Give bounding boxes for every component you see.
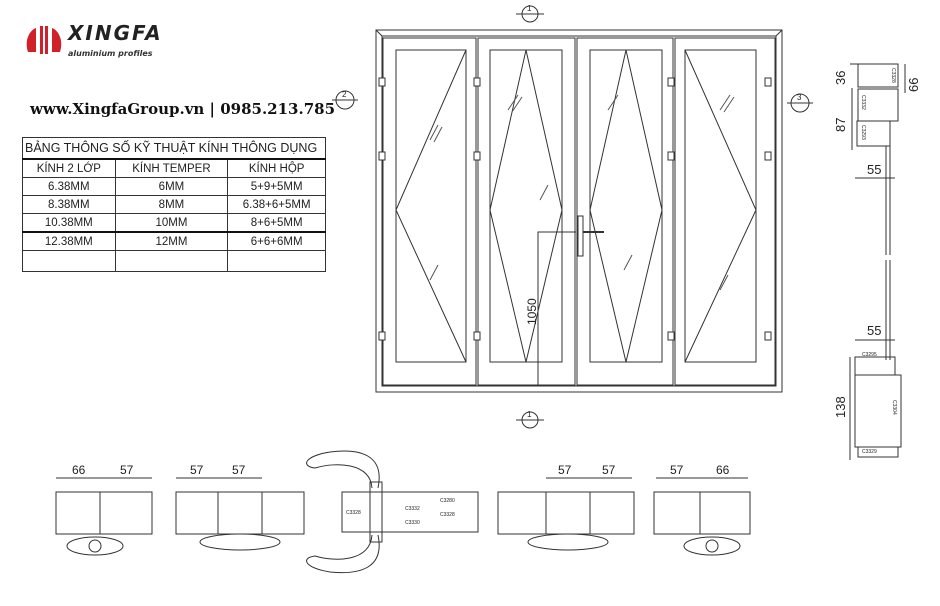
section-mark: 3 — [787, 93, 813, 113]
svg-text:138: 138 — [833, 396, 848, 418]
contact-line: www.XingfaGroup.vn | 0985.213.785 — [30, 100, 336, 118]
door-panel — [382, 37, 477, 386]
part-code: C3329 — [862, 449, 877, 455]
cell: 10MM — [114, 213, 229, 233]
door-panel — [576, 37, 674, 386]
logo-mark-icon — [26, 26, 62, 54]
cell: 12.38MM — [22, 231, 116, 251]
section-mark: 2 — [332, 90, 358, 110]
col-header: KÍNH TEMPER — [114, 158, 229, 178]
plan-section: 66 57 — [55, 463, 153, 556]
vertical-section: 36 66 87 55 55 138 C3328 C3332 C3293 C32… — [833, 63, 921, 460]
table-row — [22, 250, 326, 272]
logo-brand: XINGFA — [68, 21, 163, 45]
door-elevation: 1050 — [375, 29, 783, 393]
svg-text:3: 3 — [797, 93, 802, 102]
part-code: C3304 — [891, 400, 897, 415]
cell: 5+9+5MM — [227, 177, 326, 196]
glass-spec-table: BẢNG THÔNG SỐ KỸ THUẬT KÍNH THÔNG DỤNG K… — [22, 137, 326, 272]
svg-text:57: 57 — [602, 463, 616, 477]
part-code: C3328 — [890, 68, 896, 83]
svg-text:55: 55 — [867, 162, 881, 177]
svg-text:57: 57 — [558, 463, 572, 477]
svg-text:55: 55 — [867, 323, 881, 338]
svg-text:1: 1 — [527, 4, 532, 13]
logo-tagline: aluminium profiles — [68, 49, 153, 58]
part-code: C3295 — [862, 352, 877, 358]
door-handle-icon — [577, 215, 584, 257]
svg-text:87: 87 — [833, 118, 848, 132]
cell — [227, 250, 326, 272]
plan-section: 57 66 — [653, 463, 751, 556]
svg-text:1: 1 — [527, 410, 532, 419]
cell: 8.38MM — [22, 195, 116, 214]
cell: 6.38+6+5MM — [227, 195, 326, 214]
part-code: C3328 — [440, 512, 455, 518]
cell: 6+6+6MM — [227, 231, 326, 251]
col-header: KÍNH HỘP — [227, 158, 326, 178]
svg-text:57: 57 — [670, 463, 684, 477]
handle-height-dim: 1050 — [525, 298, 539, 325]
part-code: C3293 — [860, 125, 866, 140]
part-code: C3328 — [346, 510, 361, 516]
part-code: C3332 — [405, 506, 420, 512]
plan-section: 57 57 — [175, 463, 305, 551]
xingfa-logo: XINGFA aluminium profiles — [24, 22, 161, 62]
section-mark: 1 — [516, 4, 544, 23]
col-header: KÍNH 2 LỚP — [22, 158, 116, 178]
table-title: BẢNG THÔNG SỐ KỸ THUẬT KÍNH THÔNG DỤNG — [22, 137, 326, 160]
plan-section: 57 57 — [497, 463, 635, 551]
svg-text:36: 36 — [833, 71, 848, 85]
svg-text:66: 66 — [906, 78, 921, 92]
cell: 10.38MM — [22, 213, 116, 233]
svg-text:57: 57 — [190, 463, 204, 477]
door-panel — [674, 37, 776, 386]
part-code: C3330 — [405, 520, 420, 526]
svg-text:2: 2 — [342, 90, 347, 99]
svg-text:57: 57 — [232, 463, 246, 477]
handle-lever: C3328 C3280 C3328 C3332 C3330 — [306, 450, 479, 574]
svg-text:66: 66 — [72, 463, 86, 477]
svg-text:66: 66 — [716, 463, 730, 477]
cell — [114, 250, 229, 272]
part-code: C3332 — [860, 95, 866, 110]
door-panel — [477, 37, 576, 386]
svg-text:57: 57 — [120, 463, 134, 477]
cell: 6MM — [114, 177, 229, 196]
section-mark: 1 — [516, 410, 544, 429]
part-code: C3280 — [440, 498, 455, 504]
cell: 8MM — [114, 195, 229, 214]
